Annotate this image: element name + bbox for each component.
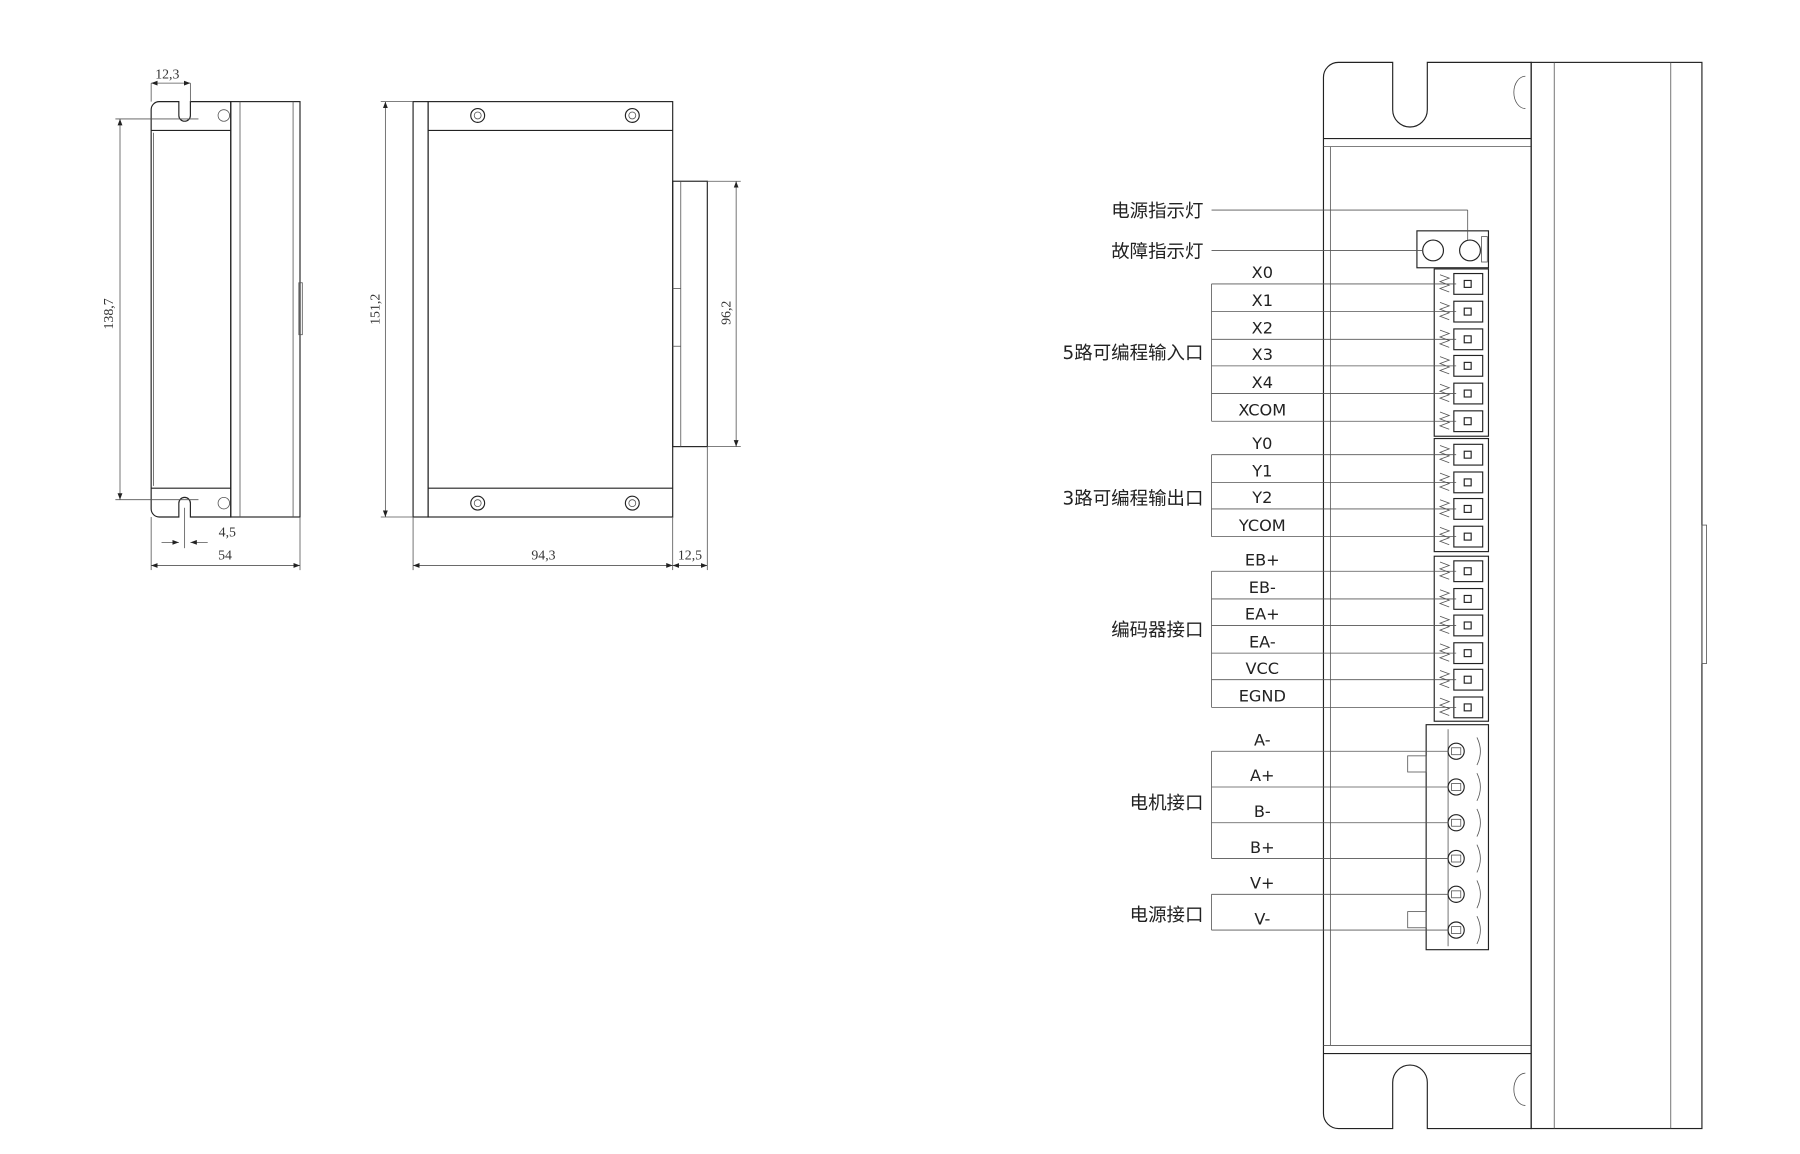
- group-label: 3路可编程输出口: [1063, 488, 1204, 509]
- terminal-screw-icon: [1447, 844, 1481, 873]
- pin-label: A+: [1250, 766, 1275, 785]
- pin-label: Y2: [1251, 488, 1272, 507]
- power-led-icon: [1459, 239, 1481, 262]
- connector-group: 编码器接口 EB+ EB- EA+ EA- VCC EGND: [1111, 550, 1490, 722]
- dim-connector-height: 96,2: [718, 301, 733, 325]
- pin-label: EB+: [1245, 550, 1280, 569]
- screw-icon: [624, 107, 640, 123]
- screw-icon: [624, 495, 640, 511]
- pin-label: X0: [1252, 263, 1273, 282]
- pin-label: EGND: [1239, 687, 1286, 706]
- pin-label: B-: [1254, 802, 1271, 821]
- front-view: [412, 101, 708, 518]
- pin-label: EB-: [1249, 578, 1276, 597]
- pin-label: V+: [1250, 874, 1275, 893]
- group-label: 电源接口: [1130, 905, 1204, 926]
- group-label: 电机接口: [1130, 793, 1204, 814]
- terminal-screw-icon: [1447, 808, 1481, 837]
- terminal-screw-icon: [1447, 916, 1481, 945]
- terminal-screw-icon: [1447, 772, 1481, 802]
- fault-led-icon: [1422, 239, 1445, 262]
- pin-label: YCOM: [1238, 516, 1286, 535]
- terminal-block: [1425, 724, 1490, 951]
- screw-icon: [470, 495, 486, 511]
- terminal-screw-icon: [1447, 880, 1481, 909]
- pin-label: X4: [1252, 373, 1273, 392]
- side-view: [150, 101, 303, 518]
- led-panel: [1416, 230, 1490, 269]
- pin-label: Y1: [1251, 462, 1272, 481]
- screw-icon: [470, 107, 486, 123]
- dim-side-height: 138,7: [101, 298, 116, 329]
- fault-led-label: 故障指示灯: [1111, 241, 1203, 262]
- dim-side-depth: 54: [218, 548, 232, 563]
- pin-label: A-: [1254, 730, 1271, 749]
- dim-connector-depth: 12,5: [678, 548, 702, 563]
- dim-slot-offset: 4,5: [219, 525, 236, 540]
- pin-label: EA-: [1249, 632, 1276, 651]
- power-led-label: 电源指示灯: [1111, 201, 1203, 222]
- group-label: 5路可编程输入口: [1063, 343, 1204, 364]
- pin-label: V-: [1254, 909, 1270, 928]
- pin-label: EA+: [1245, 605, 1280, 624]
- pin-label: VCC: [1246, 659, 1280, 678]
- pin-label: B+: [1250, 838, 1275, 857]
- connector-group: 电源接口 V+ V-: [1130, 874, 1481, 945]
- side-dimensions: 12,3 138,7 4,5 54: [101, 67, 301, 571]
- dim-front-width: 94,3: [531, 548, 555, 563]
- connector-group: 电机接口 A- A+ B- B+: [1130, 730, 1481, 873]
- group-label: 编码器接口: [1111, 620, 1203, 641]
- dim-flange-slot-width: 12,3: [155, 67, 179, 82]
- pin-label: Y0: [1251, 434, 1272, 453]
- front-dimensions: 151,2 96,2 94,3 12,5: [368, 101, 741, 571]
- pin-label: X1: [1252, 291, 1273, 310]
- dim-front-height: 151,2: [368, 294, 383, 325]
- pin-label: X2: [1252, 319, 1273, 338]
- pin-label: X3: [1252, 345, 1273, 364]
- terminal-screw-icon: [1447, 737, 1481, 766]
- pin-label: XCOM: [1238, 400, 1286, 419]
